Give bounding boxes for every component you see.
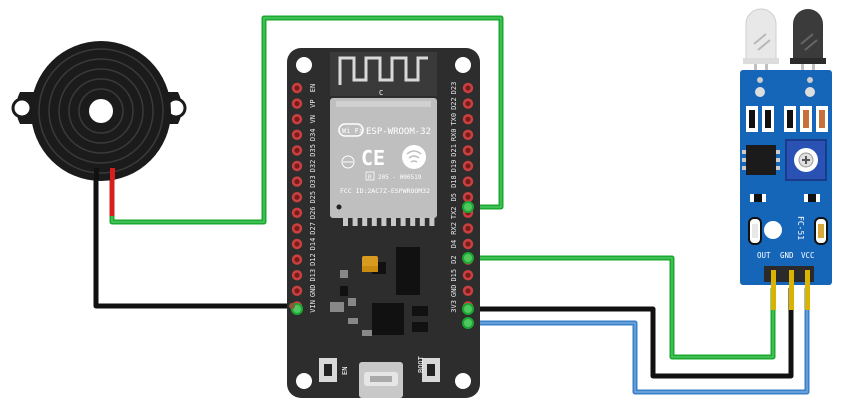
left-pin-label: VIN bbox=[309, 300, 317, 313]
wires bbox=[93, 15, 810, 395]
right-pin-label: GND bbox=[450, 284, 458, 297]
sensor-label-out: OUT bbox=[757, 251, 771, 260]
right-pin-label: RX2 bbox=[450, 222, 458, 235]
en-button[interactable]: EN bbox=[319, 358, 349, 382]
right-pin-d15[interactable]: D15 bbox=[450, 269, 474, 282]
right-pin-label: 3V3 bbox=[450, 300, 458, 313]
left-pin-label: VP bbox=[309, 99, 317, 107]
right-pin-d22[interactable]: D22 bbox=[450, 97, 474, 110]
mount-hole bbox=[764, 221, 782, 239]
esp32-board: C Wi Fi ESP-WROOM-32 CE R 205 - 000519 F… bbox=[287, 48, 480, 398]
boot-button-label: BOOT bbox=[417, 355, 425, 373]
sensor-pin-vcc[interactable] bbox=[805, 270, 810, 310]
usb-uart-chip bbox=[372, 303, 404, 335]
left-pin-d13[interactable]: D13 bbox=[291, 269, 317, 282]
left-pin-label: D12 bbox=[309, 253, 317, 266]
right-pin-d18[interactable]: D18 bbox=[450, 175, 474, 188]
left-pin-vn[interactable]: VN bbox=[291, 114, 317, 125]
left-pin-label: D32 bbox=[309, 160, 317, 173]
right-pin-d21[interactable]: D21 bbox=[450, 144, 474, 157]
wire-sensor-gnd bbox=[470, 288, 794, 379]
ir-led-icon bbox=[743, 8, 779, 64]
left-pin-label: D34 bbox=[309, 128, 317, 141]
right-pin-rx0[interactable]: RX0 bbox=[450, 128, 474, 141]
module-small-c: C bbox=[379, 89, 383, 97]
module-name: ESP-WROOM-32 bbox=[366, 127, 431, 137]
left-pin-d34[interactable]: D34 bbox=[291, 128, 317, 141]
left-pin-label: D27 bbox=[309, 222, 317, 235]
left-pin-label: D35 bbox=[309, 144, 317, 157]
sensor-pin-gnd[interactable] bbox=[789, 270, 794, 310]
left-pin-label: GND bbox=[309, 284, 317, 297]
left-pin-label: D14 bbox=[309, 238, 317, 251]
wifi-logo-icon: Wi Fi bbox=[338, 123, 364, 137]
right-pin-tx0[interactable]: TX0 bbox=[450, 113, 474, 126]
right-pin-label: D2 bbox=[450, 255, 458, 263]
left-pin-vp[interactable]: VP bbox=[291, 98, 317, 109]
left-pin-label: D13 bbox=[309, 269, 317, 282]
right-pin-d23[interactable]: D23 bbox=[450, 82, 474, 95]
right-pin-label: RX0 bbox=[450, 128, 458, 141]
right-pin-label: D21 bbox=[450, 144, 458, 157]
left-pin-d25[interactable]: D25 bbox=[291, 191, 317, 204]
left-pin-d27[interactable]: D27 bbox=[291, 222, 317, 235]
left-pin-d12[interactable]: D12 bbox=[291, 253, 317, 266]
potentiometer-icon bbox=[785, 139, 827, 181]
certification-icon bbox=[341, 155, 355, 169]
left-pin-d32[interactable]: D32 bbox=[291, 160, 317, 173]
right-pin-label: D18 bbox=[450, 175, 458, 188]
right-pin-d4[interactable]: D4 bbox=[450, 238, 474, 250]
left-pin-label: D33 bbox=[309, 175, 317, 188]
comparator-chip bbox=[746, 145, 776, 175]
right-pin-rx2[interactable]: RX2 bbox=[450, 222, 474, 235]
right-pin-label: D22 bbox=[450, 97, 458, 110]
right-pin-gnd[interactable]: GND bbox=[450, 284, 474, 297]
left-pin-label: D26 bbox=[309, 206, 317, 219]
regulator bbox=[396, 247, 420, 295]
right-pin-label: TX0 bbox=[450, 113, 458, 126]
r-code: 205 - 000519 bbox=[378, 174, 422, 181]
photodiode-icon bbox=[790, 9, 826, 64]
left-pin-d26[interactable]: D26 bbox=[291, 206, 317, 219]
svg-text:Wi Fi: Wi Fi bbox=[342, 127, 363, 135]
left-pin-label: D25 bbox=[309, 191, 317, 204]
resistors bbox=[746, 106, 828, 132]
usb-port-icon bbox=[359, 362, 403, 398]
buzzer-icon bbox=[11, 41, 187, 181]
right-pin-label: D4 bbox=[450, 240, 458, 248]
sensor-label-gnd: GND bbox=[780, 251, 794, 260]
sensor-label-vcc: VCC bbox=[801, 251, 815, 260]
fcc-id: FCC ID:2AC7Z-ESPWROOM32 bbox=[340, 187, 430, 195]
boot-button[interactable]: BOOT bbox=[417, 355, 440, 382]
left-pin-d35[interactable]: D35 bbox=[291, 144, 317, 157]
right-pin-d19[interactable]: D19 bbox=[450, 160, 474, 173]
sensor-model: FC-51 bbox=[796, 216, 805, 240]
left-pin-d33[interactable]: D33 bbox=[291, 175, 317, 188]
left-pin-en[interactable]: EN bbox=[291, 82, 317, 94]
right-pin-label: D23 bbox=[450, 82, 458, 95]
right-pin-label: D15 bbox=[450, 269, 458, 282]
r-mark: R bbox=[368, 174, 372, 181]
logo-circle-icon bbox=[402, 145, 426, 169]
module-pads bbox=[343, 218, 435, 226]
ce-mark: CE bbox=[361, 146, 385, 170]
sensor-pin-out[interactable] bbox=[771, 270, 776, 310]
left-pin-d14[interactable]: D14 bbox=[291, 238, 317, 251]
right-pin-label: D5 bbox=[450, 193, 458, 201]
left-pin-label: EN bbox=[309, 84, 317, 92]
en-button-label: EN bbox=[341, 367, 349, 375]
ir-sensor-module: FC-51 OUT GND VCC bbox=[740, 8, 832, 310]
wire-endpoints bbox=[289, 201, 474, 329]
left-pin-gnd[interactable]: GND bbox=[291, 284, 317, 297]
wroom-module: Wi Fi ESP-WROOM-32 CE R 205 - 000519 FCC… bbox=[330, 98, 437, 218]
right-pin-label: D19 bbox=[450, 160, 458, 173]
wire-buzzer-gnd bbox=[93, 176, 292, 309]
left-pin-label: VN bbox=[309, 115, 317, 123]
right-pin-d5[interactable]: D5 bbox=[450, 192, 474, 203]
right-pin-label: TX2 bbox=[450, 206, 458, 219]
